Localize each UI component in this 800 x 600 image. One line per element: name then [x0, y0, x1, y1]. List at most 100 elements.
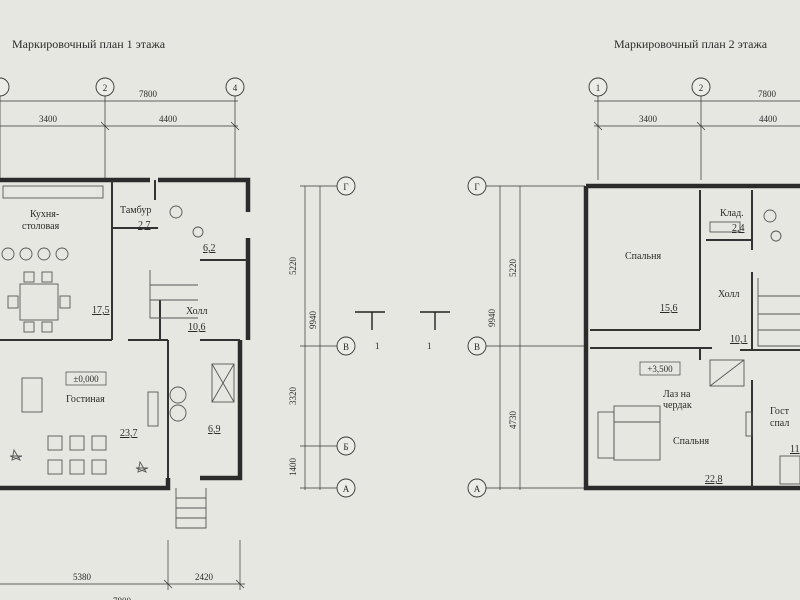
plan1-bar-stool	[55, 247, 69, 261]
plan1-armchair	[69, 459, 85, 475]
plan1-dim-9940: 9940	[308, 311, 318, 330]
plan2-level-mark: +3,500	[647, 364, 673, 374]
plan2-room-attic-line2: чердак	[663, 400, 692, 411]
plan1-chair	[41, 321, 53, 333]
plan1-dim-3400: 3400	[39, 114, 58, 124]
plan1-sofa	[21, 377, 43, 413]
plan1-chair	[23, 321, 35, 333]
plan1-axis-bubble-2	[95, 77, 115, 97]
plan2-dims-top: 7800 3400 4400	[593, 89, 800, 131]
plan1-room-kitchen-line1: Кухня-	[30, 209, 59, 220]
plan1-armchair	[47, 459, 63, 475]
plan2-dim-9940: 9940	[487, 309, 497, 328]
plan1-dining-table	[19, 283, 59, 321]
plan2-room-guest: Гост спал	[770, 406, 791, 429]
plan2-dim-4400: 4400	[759, 114, 778, 124]
plan2-walls	[583, 183, 800, 491]
plan2-attic-hatch	[709, 359, 745, 387]
plan2-guest-bed	[779, 455, 800, 485]
plan2-area-guest: 11	[790, 444, 800, 455]
plan2-sink	[770, 230, 782, 242]
plan1-axis-label-A: А	[343, 484, 350, 494]
plan2-axis-bubble-1	[588, 77, 608, 97]
plan1-plant	[135, 460, 149, 473]
plan1-axis-bubble-4	[225, 77, 245, 97]
section-markers: 1 1	[355, 311, 450, 351]
plan1-area-kitchen: 17,5	[92, 305, 110, 316]
plan1-dim-1400: 1400	[288, 458, 298, 477]
plan1-dim-total-bottom: 7800	[113, 596, 132, 600]
plan2-nightstand-unit	[597, 411, 615, 459]
plan2-axis-label-2: 2	[699, 83, 704, 93]
plan1-area-bath: 6,2	[203, 243, 216, 254]
plan1-room-kitchen-line2: столовая	[22, 221, 60, 232]
plan1-level-box	[65, 371, 107, 386]
plan1-dim-5220: 5220	[288, 257, 298, 276]
plan1-axis-bubble-A	[336, 478, 356, 498]
plan2-level-box	[639, 361, 681, 376]
plan2-room-storage: Клад.	[720, 208, 744, 219]
plan2-axis-label-A: А	[474, 484, 481, 494]
plan1-axis-label-V: В	[343, 342, 349, 352]
plan1-area-hall: 10,6	[188, 322, 206, 333]
plan2-room-bedroom-1: Спальня	[625, 251, 661, 262]
plan2-room-bedroom-2: Спальня	[673, 436, 709, 447]
plan1-axis-bubble-G	[336, 176, 356, 196]
plan1-dim-5380: 5380	[73, 572, 92, 582]
plan1-kitchen-counter	[2, 185, 104, 199]
plan2-room-labels: Спальня 15,6 Клад. 2,4 Холл 10,1 +3,500 …	[625, 208, 800, 485]
plan2-room-hall: Холл	[718, 289, 739, 300]
plan2-toilet	[763, 209, 777, 223]
plan1-axis-label-G: Г	[343, 182, 348, 192]
plan1-bar-stool	[1, 247, 15, 261]
plan1-dims-top: 7800 3400 4400	[0, 89, 240, 131]
plan1-column	[169, 404, 187, 422]
plan1-furniture	[1, 185, 235, 529]
plan1-chair	[59, 295, 71, 309]
plan2-room-guest-line2: спал	[770, 418, 789, 429]
plan1-room-kitchen: Кухня- столовая	[22, 209, 62, 232]
plan1-column	[169, 386, 187, 404]
plan1-axis-row-top: 2 4	[0, 77, 245, 180]
plan2-wardrobe	[745, 411, 753, 437]
plan2-axis-bubble-A	[467, 478, 487, 498]
plan2-staircase	[757, 278, 800, 347]
plan1-wardrobe	[211, 363, 235, 403]
plan1-title: Маркировочный план 1 этажа	[12, 37, 166, 51]
plan2-axis-label-V: В	[474, 342, 480, 352]
plan1-staircase	[149, 270, 198, 319]
plan2-axis-bubble-V	[467, 336, 487, 356]
plan2-area-hall: 10,1	[730, 334, 748, 345]
plan1-chair	[41, 271, 53, 283]
plan1-area-vestibule: 2,7	[138, 220, 151, 231]
plan1-room-hall: Холл	[186, 306, 207, 317]
plan1-axis-bubble-1	[0, 77, 10, 97]
plan1-axis-bubble-B	[336, 436, 356, 456]
plan2-dim-4730: 4730	[508, 411, 518, 430]
plan2-axis-bubble-G	[467, 176, 487, 196]
plan1-armchair	[91, 435, 107, 451]
plan1-toilet	[169, 205, 183, 219]
plan2-furniture	[597, 209, 800, 485]
plan1-entrance-stairs	[175, 488, 207, 529]
plan1-dims-side: 5220 9940 3320 1400 Г В Б А	[288, 176, 356, 498]
plan1-axis-bubble-V	[336, 336, 356, 356]
plan1-armchair	[91, 459, 107, 475]
plan2-area-bedroom-1: 15,6	[660, 303, 678, 314]
plan1-room-vestibule: Тамбур	[120, 205, 151, 216]
plan1-area-storage: 6,9	[208, 424, 221, 435]
plan1-bar-stool	[19, 247, 33, 261]
plan2-axis-label-G: Г	[474, 182, 479, 192]
plan2-dim-5220: 5220	[508, 259, 518, 278]
plan2-title: Маркировочный план 2 этажа	[614, 37, 768, 51]
plan2-dim-3400: 3400	[639, 114, 658, 124]
plan1-dim-2420: 2420	[195, 572, 214, 582]
section-mark-left: 1	[375, 341, 380, 351]
plan1-fireplace	[147, 391, 159, 427]
plan1-dim-3320: 3320	[288, 387, 298, 406]
plan1-sink	[192, 226, 204, 238]
plan1-room-labels: Кухня- столовая 17,5 Тамбур 2,7 6,2 Холл…	[22, 205, 221, 439]
plan1-area-living: 23,7	[120, 428, 138, 439]
plan2-axis-bubble-2	[691, 77, 711, 97]
